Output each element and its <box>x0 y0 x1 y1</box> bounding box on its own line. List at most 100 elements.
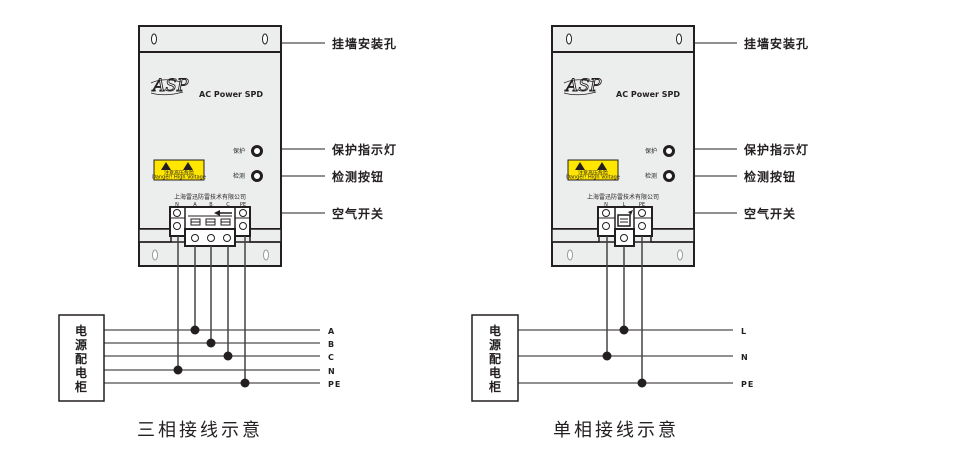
warning-sticker: 注意高压危险 Danger! High Voltage <box>152 159 206 181</box>
air-switch[interactable] <box>597 206 653 247</box>
terminal-label-a: A <box>193 202 197 208</box>
arrow-icon <box>214 210 220 216</box>
warning-triangle-icon <box>575 162 585 170</box>
product-name: AC Power SPD <box>616 90 680 99</box>
junction-dot <box>240 378 250 388</box>
warning-triangle-icon <box>183 162 193 170</box>
line-label-l: L <box>741 327 747 336</box>
warning-triangle-icon <box>161 162 171 170</box>
caption-single-phase: 单相接线示意 <box>553 420 679 441</box>
power-cabinet-three-phase: 电 源 配 电 柜 <box>58 314 105 402</box>
terminal-label-pe: PE <box>639 202 645 208</box>
protection-indicator-icon <box>663 145 675 157</box>
cabinet-char: 源 <box>489 337 501 352</box>
cabinet-char: 电 <box>489 323 501 338</box>
junction-dot <box>206 338 216 348</box>
cabinet-char: 电 <box>75 365 87 380</box>
rail-left <box>138 228 172 243</box>
cabinet-char: 电 <box>75 323 87 338</box>
product-name: AC Power SPD <box>199 90 263 99</box>
warning-sticker: 注意高压危险 Danger! High Voltage <box>566 159 620 181</box>
power-cabinet-single-phase: 电 源 配 电 柜 <box>471 314 519 402</box>
warning-triangle-icon <box>597 162 607 170</box>
warning-text-en: Danger! High Voltage <box>566 175 620 181</box>
mount-hole-icon <box>676 33 682 45</box>
cabinet-char: 源 <box>75 337 87 352</box>
line-label-pe: PE <box>328 380 341 389</box>
mount-hole-icon <box>677 249 683 261</box>
callout-mount-hole: 挂墙安装孔 <box>744 36 809 51</box>
line-label-b: B <box>328 340 335 349</box>
cabinet-char: 配 <box>489 351 501 366</box>
protection-indicator-icon <box>251 145 263 157</box>
test-button[interactable] <box>663 170 675 182</box>
warning-text-cn: 注意高压危险 <box>578 170 608 177</box>
drop-wires-three-phase <box>173 236 250 388</box>
terminal-label-b: B <box>209 202 213 208</box>
callouts-single-phase: 挂墙安装孔 保护指示灯 检测按钮 空气开关 <box>694 36 809 221</box>
junction-dot <box>173 365 183 375</box>
line-label-c: C <box>328 353 335 362</box>
company-name: 上海雷迅防雷技术有限公司 <box>174 193 246 201</box>
terminal-label-n: N <box>604 202 608 208</box>
mount-hole-icon <box>262 33 268 45</box>
test-label: 检测 <box>233 172 245 180</box>
test-button[interactable] <box>251 170 263 182</box>
logo-swoosh-icon <box>563 91 597 96</box>
drop-wires-single-phase <box>602 236 647 388</box>
bus-lines-three-phase: A B C N PE <box>104 327 341 389</box>
indicator-label: 保护 <box>645 147 657 155</box>
callout-test-button: 检测按钮 <box>332 169 384 184</box>
callout-indicator: 保护指示灯 <box>743 142 809 157</box>
rail-left <box>551 228 600 243</box>
terminal-label-pe: PE <box>240 202 246 208</box>
rail-right <box>650 228 695 243</box>
mount-hole-icon <box>567 249 573 261</box>
line-label-n: N <box>741 353 749 362</box>
asp-logo: ASP <box>151 76 189 96</box>
cabinet-char: 柜 <box>74 379 87 394</box>
logo-swoosh-icon <box>563 79 595 84</box>
spd-device-single-phase: ASP AC Power SPD 保护 检测 注意高压危险 Danger! Hi… <box>551 25 695 267</box>
callouts-three-phase: 挂墙安装孔 保护指示灯 检测按钮 空气开关 <box>281 36 397 221</box>
company-name: 上海雷迅防雷技术有限公司 <box>587 193 659 201</box>
cabinet-char: 柜 <box>488 379 501 394</box>
warning-text-cn: 注意高压危险 <box>164 170 194 177</box>
callout-air-switch: 空气开关 <box>332 206 384 221</box>
mount-hole-icon <box>152 249 158 261</box>
line-label-n: N <box>328 367 336 376</box>
terminal-label-n: N <box>175 202 179 208</box>
cabinet-char: 配 <box>75 351 87 366</box>
rail-right <box>249 228 282 243</box>
three-phase-diagram: ASP AC Power SPD 保护 检测 注意高压危险 Danger! Hi… <box>58 25 397 441</box>
junction-dot <box>619 325 629 335</box>
terminal-label-c: C <box>226 202 230 208</box>
callout-mount-hole: 挂墙安装孔 <box>332 36 397 51</box>
callout-air-switch: 空气开关 <box>744 206 796 221</box>
bus-lines-single-phase: L N PE <box>518 327 754 389</box>
junction-dot <box>190 325 200 335</box>
caption-three-phase: 三相接线示意 <box>137 420 263 441</box>
asp-logo: ASP <box>564 76 602 96</box>
junction-dot <box>602 351 612 361</box>
test-label: 检测 <box>645 172 657 180</box>
logo-swoosh-icon <box>150 79 182 84</box>
single-phase-diagram: ASP AC Power SPD 保护 检测 注意高压危险 Danger! Hi… <box>471 25 809 441</box>
mount-hole-icon <box>566 33 572 45</box>
air-switch[interactable] <box>169 206 251 247</box>
cabinet-char: 电 <box>489 365 501 380</box>
logo-swoosh-icon <box>150 91 184 96</box>
indicator-label: 保护 <box>233 147 245 155</box>
warning-text-en: Danger! High Voltage <box>152 175 206 181</box>
arrow-icon <box>628 210 633 215</box>
line-label-pe: PE <box>741 380 754 389</box>
callout-indicator: 保护指示灯 <box>331 142 397 157</box>
line-label-a: A <box>328 327 335 336</box>
mount-hole-icon <box>263 249 269 261</box>
spd-device-three-phase: ASP AC Power SPD 保护 检测 注意高压危险 Danger! Hi… <box>138 25 282 267</box>
junction-dot <box>637 378 647 388</box>
terminal-label-l: L <box>623 202 626 208</box>
callout-test-button: 检测按钮 <box>744 169 796 184</box>
mount-hole-icon <box>151 33 157 45</box>
